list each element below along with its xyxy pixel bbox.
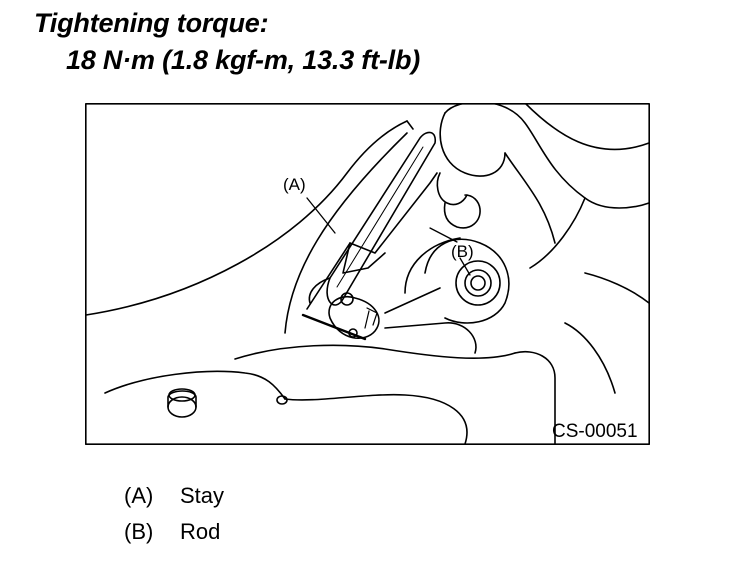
- figure-frame: [85, 103, 650, 445]
- line-drawing: (A) (B) CS-00051: [85, 103, 650, 445]
- leader-line-b: [429, 227, 458, 243]
- callout-a: (A): [283, 175, 306, 194]
- torque-value: 18 N·m (1.8 kgf-m, 13.3 ft-lb): [66, 45, 421, 75]
- rod-pivot-outer: [455, 260, 501, 306]
- figure-id: CS-00051: [552, 421, 638, 442]
- legend-key-b: (B): [124, 519, 154, 544]
- parts-legend: (A) Stay (B) Rod: [124, 478, 224, 550]
- rod-upper: [436, 172, 468, 206]
- bolt-head: [328, 296, 380, 339]
- legend-label-b: Rod: [180, 519, 221, 544]
- legend-label-a: Stay: [180, 483, 225, 508]
- torque-title: Tightening torque:: [34, 8, 269, 38]
- stay-arm: [326, 131, 437, 306]
- rod-pivot-inner: [464, 269, 492, 297]
- shifter-stay-illustration: (A) (B) CS-00051: [85, 103, 650, 445]
- bracket-edge: [306, 172, 438, 310]
- callout-b: (B): [451, 242, 474, 261]
- legend-key-a: (A): [124, 483, 154, 508]
- body-outline: [85, 120, 408, 316]
- lower-body: [234, 344, 516, 360]
- legend-row-a: (A) Stay: [124, 478, 224, 514]
- lower-bolt: [167, 396, 197, 418]
- housing-outline: [444, 103, 650, 209]
- rod-housing: [424, 238, 510, 324]
- leader-line-a: [306, 197, 336, 234]
- legend-row-b: (B) Rod: [124, 514, 224, 550]
